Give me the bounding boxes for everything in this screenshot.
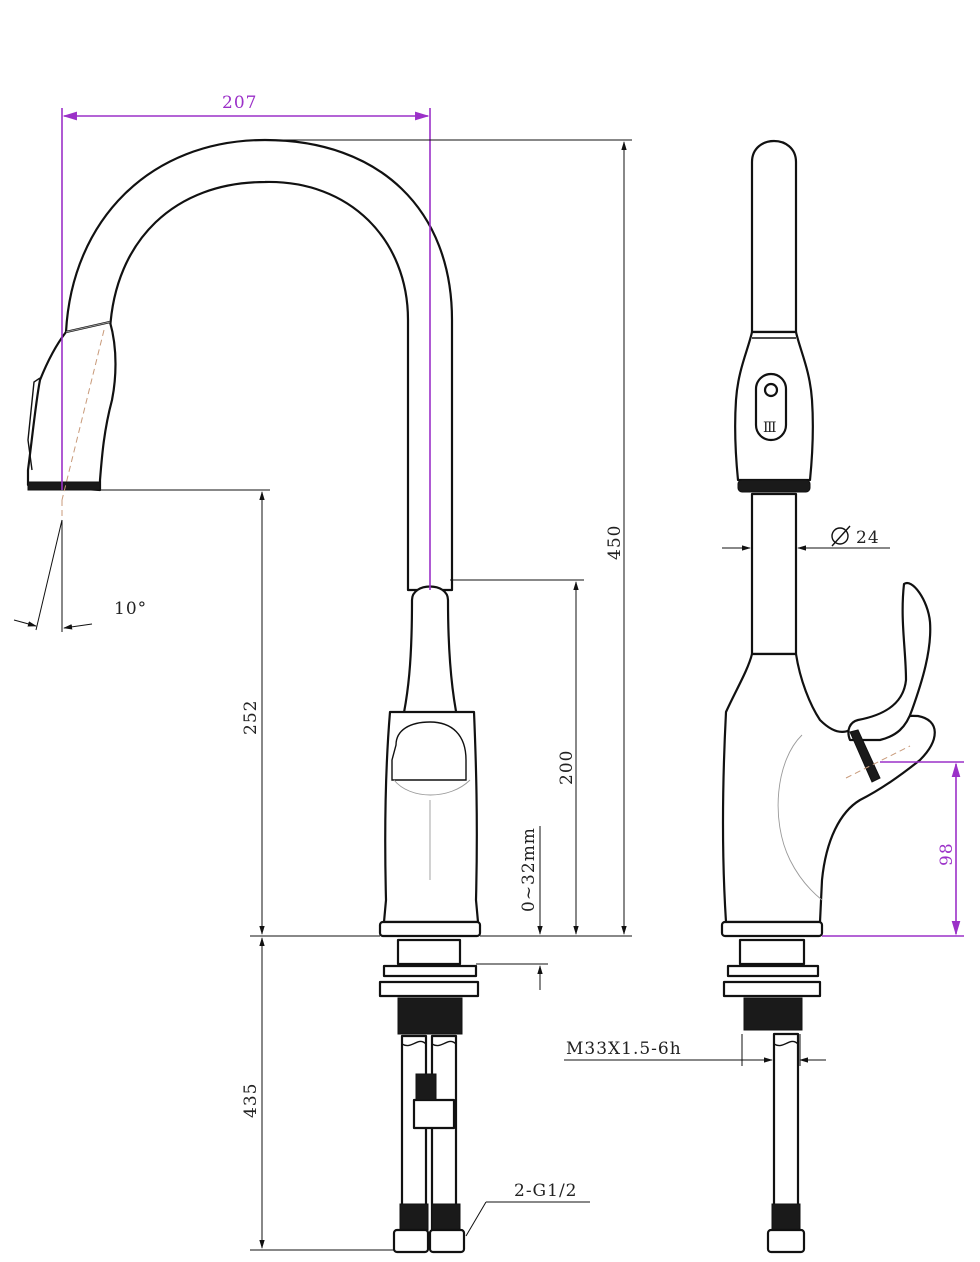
- diameter-icon: [831, 525, 851, 547]
- front-view: 207 450 252 435 200 0~32mm 10° 2-G1: [13, 93, 632, 1254]
- reach-dimension-label: 207: [222, 93, 257, 113]
- spray-mode-icon: Ⅲ: [763, 420, 778, 436]
- supply-hoses: [400, 1034, 428, 1232]
- side-view: Ⅲ 24 98: [564, 139, 964, 1254]
- side-spout: [750, 139, 798, 334]
- below-deck-label: 435: [241, 1083, 261, 1118]
- gooseneck-spout: [64, 138, 454, 592]
- spout-height-label: 252: [241, 700, 261, 735]
- spray-head: [26, 320, 117, 492]
- inlet-connection-label: 2-G1/2: [514, 1181, 578, 1201]
- handle-side-label: 98: [937, 842, 957, 866]
- deck-thickness-label: 0~32mm: [519, 827, 539, 912]
- body-diameter-label: 24: [856, 528, 880, 548]
- side-lever-handle: [847, 581, 932, 742]
- total-height-label: 450: [605, 525, 625, 560]
- spray-button: [754, 372, 788, 442]
- thread-spec-label: M33X1.5-6h: [566, 1039, 682, 1059]
- spray-angle-label: 10°: [114, 599, 147, 619]
- handle-height-label: 200: [557, 750, 577, 785]
